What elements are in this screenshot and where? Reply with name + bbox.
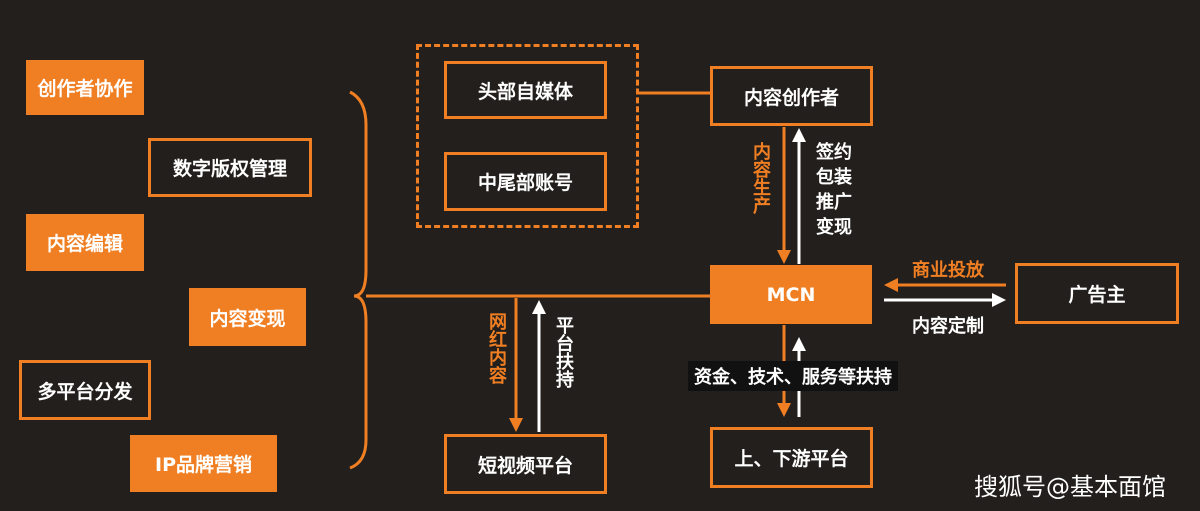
left-item-label: 多平台分发 [37,380,133,403]
influencer-content-arrowhead [509,418,523,432]
left-item-creator-collab: 创作者协作 [26,60,144,115]
left-item-label: 内容变现 [209,307,286,330]
left-item-label: 内容编辑 [46,233,123,255]
platform-to-mcn-arrowhead [792,337,806,351]
left-item-digital-rights: 数字版权管理 [148,138,312,197]
mid-tail-account-node: 中尾部账号 [444,152,607,211]
resource-support-label: 资金、技术、服务等扶持 [688,361,898,391]
commercial-ad-label: 商业投放 [912,260,984,281]
left-item-ip-brand: IP品牌营销 [130,435,277,492]
content-creator-node: 内容创作者 [710,66,873,126]
mcn-node: MCN [710,265,872,324]
left-item-content-edit: 内容编辑 [26,214,144,271]
advertiser-node: 广告主 [1015,263,1179,324]
content-production-arrowhead [777,250,791,264]
watermark-text: 搜狐号@基本面馆 [974,473,1166,501]
sign-package-arrowhead [792,128,806,142]
left-item-label: 数字版权管理 [172,158,287,180]
left-item-label: 创作者协作 [37,78,133,100]
short-video-platform-node: 短视频平台 [444,434,607,494]
left-item-content-monetize: 内容变现 [189,288,306,346]
short-video-platform-label: 短视频平台 [477,454,573,477]
content-creator-label: 内容创作者 [743,86,839,109]
head-media-node: 头部自媒体 [444,61,607,119]
head-media-label: 头部自媒体 [477,80,573,103]
custom-content-arrowhead [992,293,1006,307]
platform-support-arrowhead [532,300,546,314]
platform-support-label: 平台扶持 [553,316,574,388]
left-item-label: IP品牌营销 [155,454,252,476]
influencer-content-label: 网红内容 [486,312,507,384]
commercial-ad-arrowhead [884,278,898,292]
upstream-downstream-platform-node: 上、下游平台 [710,427,873,488]
advertiser-label: 广告主 [1068,284,1126,306]
mid-tail-account-label: 中尾部账号 [477,172,573,194]
custom-content-label: 内容定制 [912,316,984,337]
upstream-downstream-platform-label: 上、下游平台 [734,448,849,470]
content-production-label: 内容生产 [750,142,771,214]
media-account-group [416,44,639,228]
sign-package-label: 签约包装推广变现 [816,142,852,238]
mcn-to-platform-arrowhead [777,403,791,417]
left-item-multi-platform: 多平台分发 [19,360,151,420]
mcn-label: MCN [766,283,816,306]
left-bracket [349,90,368,470]
